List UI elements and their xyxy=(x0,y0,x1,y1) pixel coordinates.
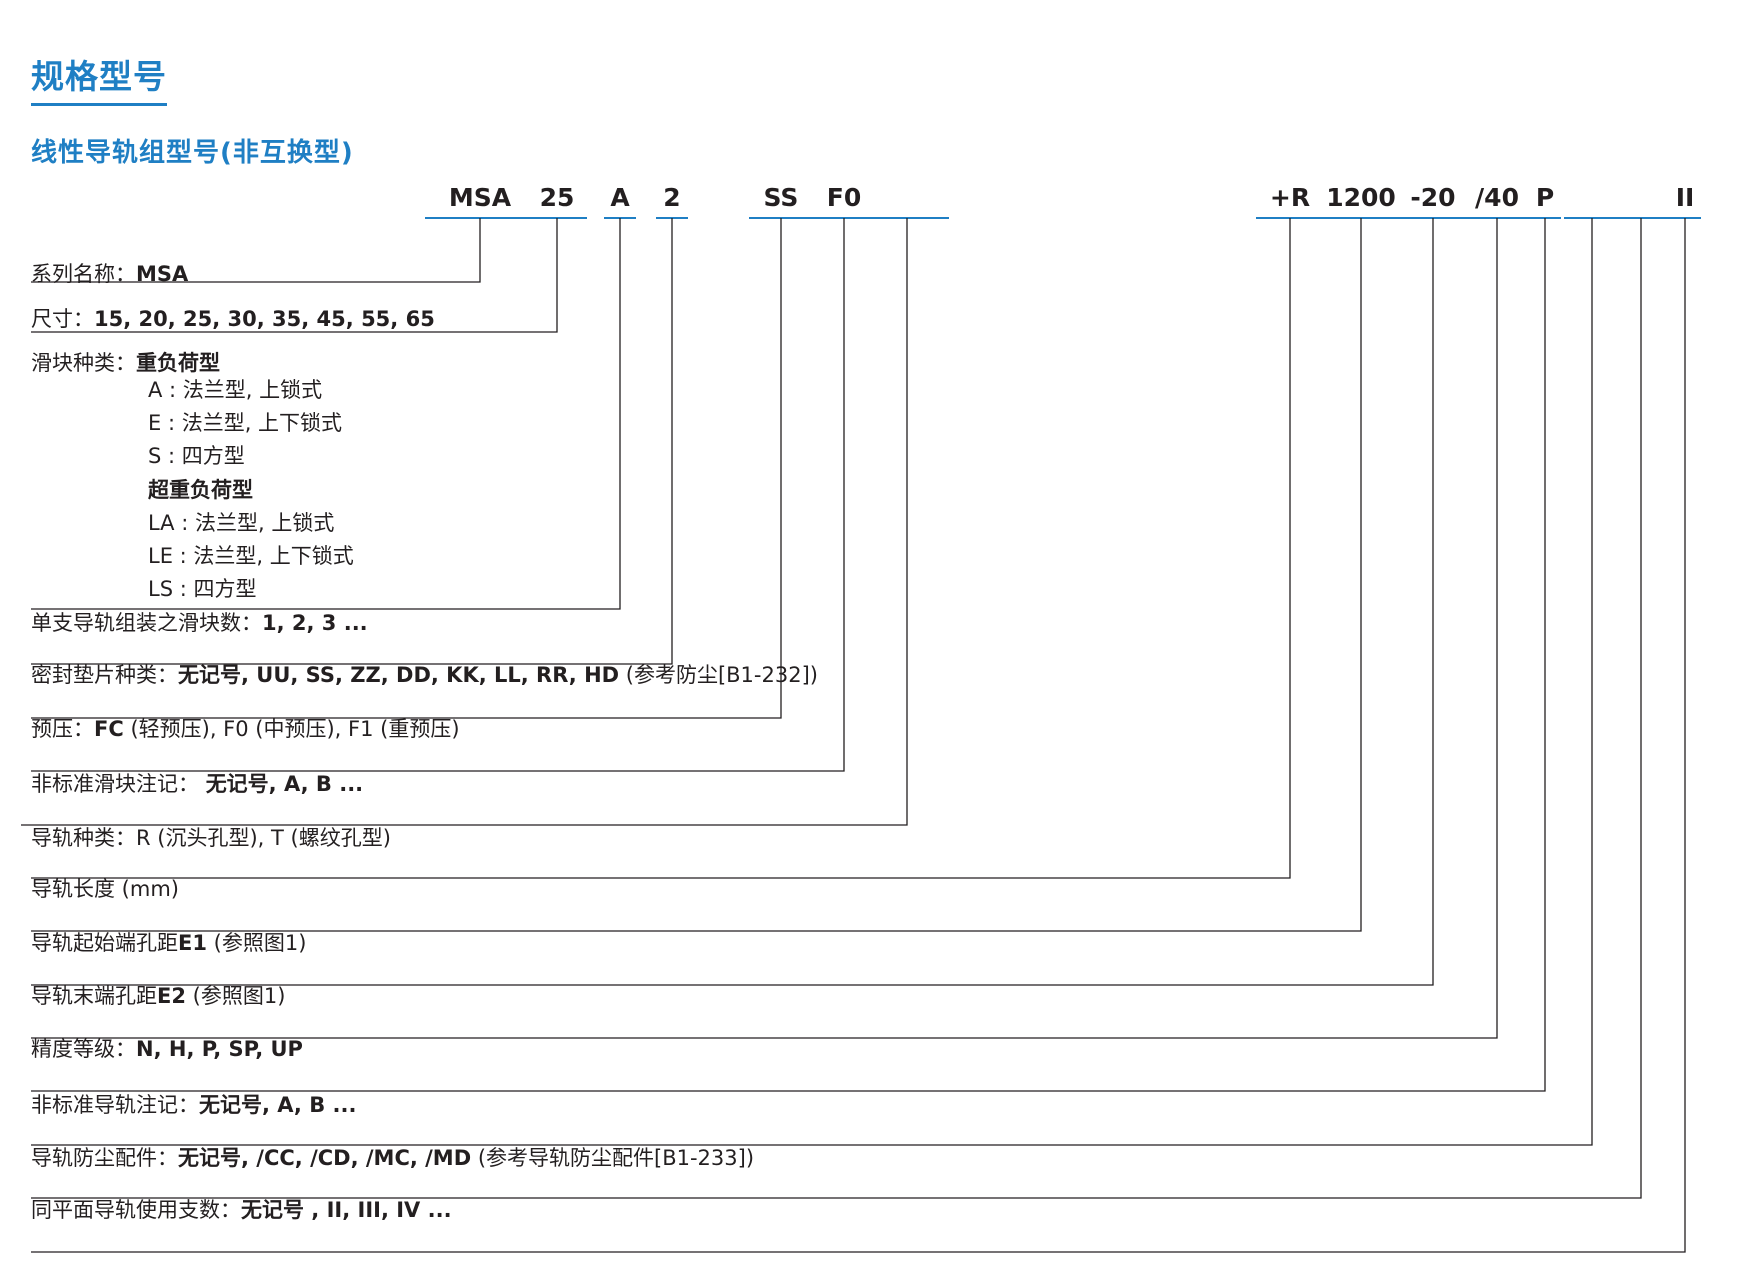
row-suffix: (参考导轨防尘配件[B1-233]) xyxy=(471,1146,755,1170)
row-value: E1 xyxy=(178,931,207,955)
connector-line-12 xyxy=(31,218,1593,1146)
description-row-8: 导轨长度 (mm) xyxy=(31,873,179,903)
connector-line-0 xyxy=(31,218,481,283)
row-prefix: 导轨种类： xyxy=(31,826,136,850)
row-prefix: 导轨防尘配件： xyxy=(31,1146,178,1170)
row-value: E2 xyxy=(157,984,186,1008)
block-type-item-4: LA : 法兰型, 上锁式 xyxy=(148,510,335,535)
row-value: 无记号 , II, III, IV ... xyxy=(241,1198,452,1222)
connector-line-10 xyxy=(31,218,1498,1039)
block-type-item-6: LS : 四方型 xyxy=(148,577,257,602)
row-value: 重负荷型 xyxy=(136,351,220,375)
row-suffix: R (沉头孔型), T (螺纹孔型) xyxy=(136,826,391,850)
connector-line-14 xyxy=(31,218,1686,1253)
row-prefix: 精度等级： xyxy=(31,1037,136,1061)
code-part-8: 1200 xyxy=(1326,183,1396,212)
connector-line-8 xyxy=(31,218,1362,932)
description-row-5: 预压：FC (轻预压), F0 (中预压), F1 (重预压) xyxy=(31,713,460,743)
row-value: 15, 20, 25, 30, 35, 45, 55, 65 xyxy=(94,307,435,331)
connector-line-11 xyxy=(31,218,1546,1092)
description-row-4: 密封垫片种类：无记号, UU, SS, ZZ, DD, KK, LL, RR, … xyxy=(31,659,818,689)
row-value: 无记号, A, B ... xyxy=(205,772,364,796)
connector-line-3 xyxy=(31,218,673,665)
description-row-12: 非标准导轨注记：无记号, A, B ... xyxy=(31,1089,356,1119)
code-part-7: +R xyxy=(1269,183,1311,212)
code-part-1: 25 xyxy=(539,183,575,212)
row-prefix: 导轨末端孔距 xyxy=(31,984,157,1008)
row-prefix: 导轨长度 (mm) xyxy=(31,877,179,901)
row-value: 1, 2, 3 ... xyxy=(262,611,368,635)
row-prefix: 尺寸： xyxy=(31,307,94,331)
block-type-item-1: E : 法兰型, 上下锁式 xyxy=(148,411,343,436)
description-row-7: 导轨种类：R (沉头孔型), T (螺纹孔型) xyxy=(31,822,391,852)
connector-line-1 xyxy=(31,218,558,333)
row-prefix: 预压： xyxy=(31,717,94,741)
section-subtitle: 线性导轨组型号(非互换型) xyxy=(31,138,354,168)
description-row-3: 单支导轨组装之滑块数：1, 2, 3 ... xyxy=(31,607,368,637)
row-value: MSA xyxy=(136,262,189,286)
description-row-11: 精度等级：N, H, P, SP, UP xyxy=(31,1033,303,1063)
description-row-6: 非标准滑块注记： 无记号, A, B ... xyxy=(31,768,363,798)
row-value: 无记号, UU, SS, ZZ, DD, KK, LL, RR, HD xyxy=(178,663,620,687)
row-prefix: 导轨起始端孔距 xyxy=(31,931,178,955)
row-value: 无记号, /CC, /CD, /MC, /MD xyxy=(178,1146,472,1170)
description-row-10: 导轨末端孔距E2 (参照图1) xyxy=(31,980,285,1010)
row-prefix: 系列名称： xyxy=(31,262,136,286)
code-part-0: MSA xyxy=(448,183,512,212)
connector-line-4 xyxy=(31,218,782,719)
code-part-4: SS xyxy=(763,183,799,212)
row-prefix: 非标准滑块注记： xyxy=(31,772,206,796)
connector-line-5 xyxy=(31,218,845,772)
row-suffix: (轻预压), F0 (中预压), F1 (重预压) xyxy=(123,717,460,741)
description-row-2: 滑块种类：重负荷型 xyxy=(31,347,220,377)
row-suffix: (参考防尘[B1-232]) xyxy=(619,663,818,687)
row-value: FC xyxy=(94,717,124,741)
row-prefix: 密封垫片种类： xyxy=(31,663,178,687)
block-type-item-3: 超重负荷型 xyxy=(148,477,253,502)
row-prefix: 滑块种类： xyxy=(31,351,136,375)
connector-line-13 xyxy=(31,218,1642,1199)
code-part-11: P xyxy=(1535,183,1555,212)
connector-line-6 xyxy=(21,218,908,826)
description-row-1: 尺寸：15, 20, 25, 30, 35, 45, 55, 65 xyxy=(31,303,435,333)
block-type-item-2: S : 四方型 xyxy=(148,444,245,469)
description-row-0: 系列名称：MSA xyxy=(31,258,188,288)
description-row-9: 导轨起始端孔距E1 (参照图1) xyxy=(31,927,306,957)
description-row-13: 导轨防尘配件：无记号, /CC, /CD, /MC, /MD (参考导轨防尘配件… xyxy=(31,1142,754,1172)
row-suffix: (参照图1) xyxy=(185,984,286,1008)
row-prefix: 单支导轨组装之滑块数： xyxy=(31,611,262,635)
code-part-2: A xyxy=(610,183,630,212)
block-type-item-5: LE : 法兰型, 上下锁式 xyxy=(148,544,354,568)
row-suffix: (参照图1) xyxy=(206,931,307,955)
connector-line-7 xyxy=(31,218,1291,879)
code-part-9: -20 xyxy=(1410,183,1456,212)
code-part-14: II xyxy=(1675,183,1695,212)
connector-line-9 xyxy=(31,218,1434,986)
connector-line-2 xyxy=(31,218,621,610)
code-part-3: 2 xyxy=(663,183,681,212)
code-part-10: /40 xyxy=(1475,183,1519,212)
row-value: N, H, P, SP, UP xyxy=(136,1037,303,1061)
page-title: 规格型号 xyxy=(31,50,167,106)
code-part-5: F0 xyxy=(826,183,862,212)
row-prefix: 同平面导轨使用支数： xyxy=(31,1198,241,1222)
description-row-14: 同平面导轨使用支数：无记号 , II, III, IV ... xyxy=(31,1194,452,1224)
row-prefix: 非标准导轨注记： xyxy=(31,1093,199,1117)
row-value: 无记号, A, B ... xyxy=(199,1093,357,1117)
block-type-item-0: A : 法兰型, 上锁式 xyxy=(148,378,323,402)
